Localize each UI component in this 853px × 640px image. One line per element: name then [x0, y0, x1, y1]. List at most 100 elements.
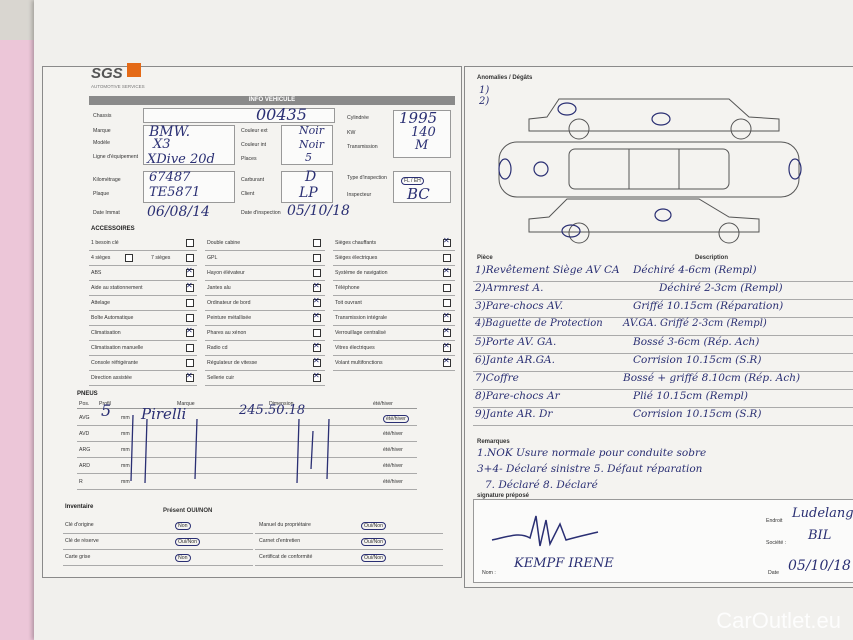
tyre-mm: mm — [121, 463, 130, 469]
acc-row: Double cabine — [205, 235, 325, 251]
accessories-title: ACCESSOIRES — [91, 226, 135, 232]
acc-checkbox[interactable] — [186, 299, 194, 307]
acc-label: ABS — [91, 270, 102, 276]
acc-checkbox[interactable] — [186, 359, 194, 367]
acc-checkbox[interactable] — [443, 311, 451, 322]
acc-checkbox[interactable] — [443, 266, 451, 277]
acc-label: Ordinateur de bord — [207, 300, 251, 306]
acc-checkbox[interactable] — [313, 281, 321, 292]
header-bar: INFO VEHICULE — [89, 96, 455, 105]
acc-row: Hayon élévateur — [205, 265, 325, 281]
acc-label: Vitres électriques — [335, 345, 375, 351]
date-label: Date — [768, 570, 779, 576]
acc-checkbox[interactable] — [443, 284, 451, 292]
acc-row: Régulateur de vitesse — [205, 355, 325, 371]
fuel-client-field — [281, 171, 333, 203]
acc-checkbox[interactable] — [186, 326, 194, 337]
acc-row: Verrouillage centralisé — [333, 325, 455, 341]
inspecteur-value: BC — [407, 185, 430, 203]
anomaly-num-1: 1) — [479, 85, 490, 96]
damage-col-desc: Description — [695, 255, 729, 261]
chassis-field — [143, 108, 335, 123]
damage-row: 2)Armrest A.Déchiré 2-3cm (Rempl) — [473, 281, 853, 300]
km-plate-field — [143, 171, 235, 203]
transmission-value: M — [415, 138, 429, 153]
label-kw: KW — [347, 130, 356, 136]
damage-desc: Griffé 10.15cm (Réparation) — [633, 300, 784, 312]
acc-checkbox[interactable] — [186, 266, 194, 277]
acc-checkbox[interactable] — [313, 371, 321, 382]
signature-title: signature préposé — [477, 493, 530, 499]
acc-row: Sièges électriques — [333, 250, 455, 266]
acc-checkbox[interactable] — [443, 299, 451, 307]
acc-checkbox[interactable] — [313, 341, 321, 352]
colours-field — [281, 125, 333, 165]
label-couleur-ext: Couleur ext — [241, 128, 268, 134]
acc-row: Climatisation manuelle — [89, 340, 197, 356]
acc-row: Volant multifonctions — [333, 355, 455, 371]
acc-label: 4 sièges — [91, 255, 111, 261]
acc-checkbox[interactable] — [443, 236, 451, 247]
acc-label: Transmission intégrale — [335, 315, 387, 321]
acc-row: Climatisation — [89, 325, 197, 341]
inv-value: Oui/Non — [361, 522, 387, 530]
tyre-dimension-value: 245.50.18 — [239, 403, 306, 418]
acc-checkbox[interactable] — [313, 239, 321, 247]
acc-checkbox[interactable] — [313, 254, 321, 262]
acc-checkbox[interactable] — [443, 254, 451, 262]
acc-checkbox[interactable] — [443, 341, 451, 352]
acc-checkbox[interactable] — [186, 239, 194, 247]
damage-col-piece: Pièce — [477, 255, 493, 261]
acc-row: Sièges chauffants — [333, 235, 455, 251]
logo-check-icon — [127, 63, 141, 77]
ligne-value: XDive 20d — [147, 152, 215, 167]
acc-checkbox[interactable] — [186, 314, 194, 322]
kw-value: 140 — [411, 125, 436, 140]
acc-checkbox[interactable] — [443, 326, 451, 337]
right-panel: Anomalies / Dégâts 1) 2) Pièce Descripti… — [464, 66, 853, 588]
damage-piece: 6)Jante AR.GA. — [475, 354, 555, 366]
acc-checkbox[interactable] — [186, 254, 194, 262]
acc-checkbox[interactable] — [313, 296, 321, 307]
carburant-value: D — [305, 169, 317, 185]
inv-value: Non — [175, 522, 191, 530]
acc-row: Jantes alu — [205, 280, 325, 296]
acc-checkbox[interactable] — [313, 269, 321, 277]
label-kilometrage: Kilométrage — [93, 177, 121, 183]
tyre-pos: AVD — [79, 431, 90, 437]
tyre-mm: mm — [121, 431, 130, 437]
remarks-title: Remarques — [477, 439, 510, 445]
acc-label: Régulateur de vitesse — [207, 360, 258, 366]
logo-brand: SGS — [91, 65, 123, 82]
accessories-col3: Sièges chauffants Sièges électriques Sys… — [333, 235, 455, 385]
label-ligne: Ligne d'équipement — [93, 154, 139, 160]
acc-row: Phares au xénon — [205, 325, 325, 341]
acc-checkbox[interactable] — [125, 254, 133, 262]
acc-checkbox[interactable] — [313, 311, 321, 322]
damage-piece: 7)Coffre — [475, 372, 519, 384]
acc-checkbox[interactable] — [186, 344, 194, 352]
sgs-logo: SGS — [91, 63, 141, 83]
couleur-ext-value: Noir — [299, 124, 325, 137]
acc-checkbox[interactable] — [443, 356, 451, 367]
acc-label: Direction assistée — [91, 375, 132, 381]
acc-checkbox[interactable] — [186, 281, 194, 292]
damage-piece: 5)Porte AV. GA. — [475, 336, 557, 348]
acc-label: Téléphone — [335, 285, 360, 291]
acc-label: Double cabine — [207, 240, 241, 246]
label-marque: Marque — [93, 128, 111, 134]
acc-checkbox[interactable] — [313, 329, 321, 337]
acc-checkbox[interactable] — [186, 371, 194, 382]
inv-label: Manuel du propriétaire — [259, 522, 311, 528]
acc-label: Hayon élévateur — [207, 270, 245, 276]
km-value: 67487 — [149, 170, 191, 185]
acc-row: Vitres électriques — [333, 340, 455, 356]
label-carburant: Carburant — [241, 177, 265, 183]
acc-checkbox[interactable] — [313, 356, 321, 367]
